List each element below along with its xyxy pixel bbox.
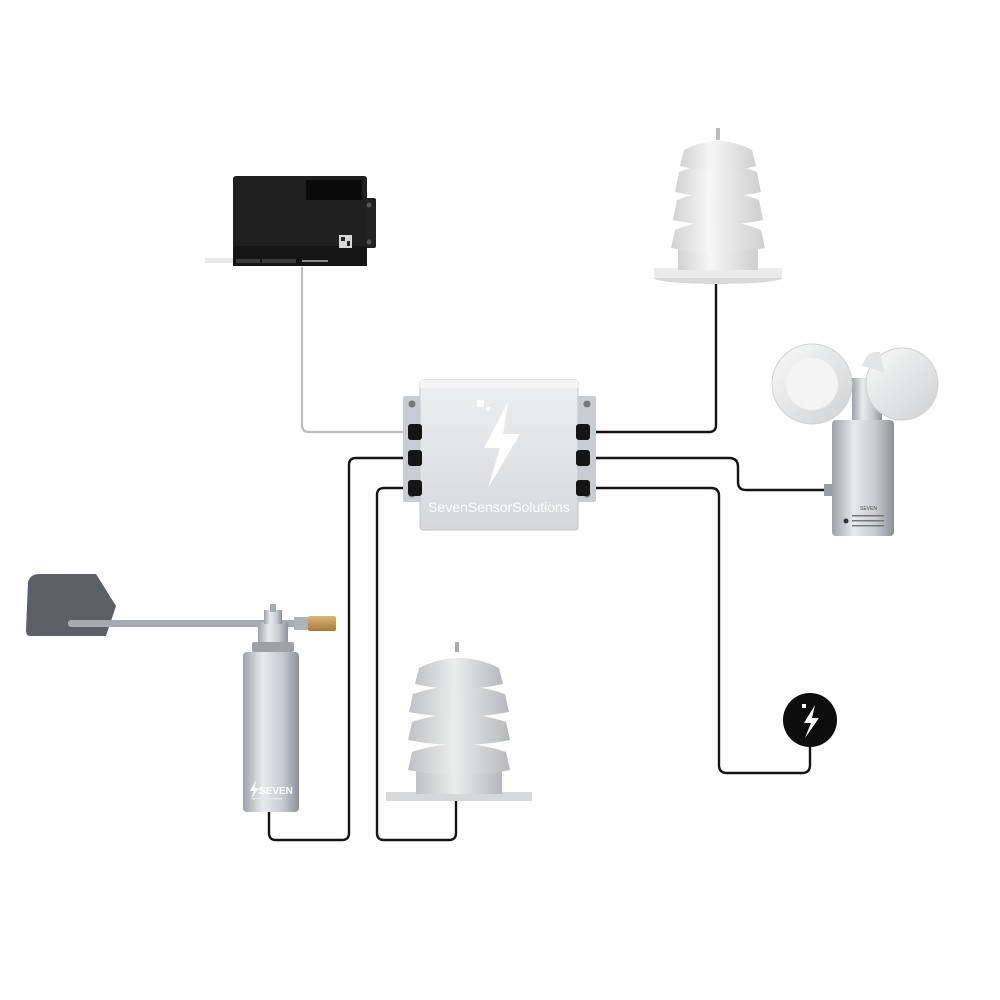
wind-vane: SEVEN [26,574,336,812]
vane-hub [258,622,288,644]
screw-icon [367,240,372,245]
cable-datalogger [302,268,410,432]
cable-shield-top [588,284,716,432]
shield-plate [408,714,510,745]
cable-anemometer [588,458,828,490]
shield-top-cap [680,141,756,171]
qr-code-dot [341,237,345,241]
anemometer-spec-line [852,515,884,517]
cable-irradiance [588,488,810,773]
shield-top-bolt [455,642,459,652]
screw-icon [584,401,591,408]
anemometer-brand-label: SEVEN [860,506,877,512]
hub-connectors-left [408,424,422,496]
hub-brand-label: SevenSensorSolutions [428,499,570,515]
vane-arm-joint [294,617,308,630]
junction-hub: SevenSensorSolutions [403,380,596,530]
datalogger-port [236,259,260,263]
connector-port [576,480,590,496]
anemometer-cup-inner [786,358,838,410]
irradiance-sensor [783,693,837,747]
hub-top-edge [420,380,578,388]
anemometer-connector [824,484,832,496]
cables [269,268,828,840]
screw-icon [367,203,372,208]
vane-hub-cap [264,610,282,624]
vane-hub-pin [270,604,276,612]
qr-code-dot [347,241,350,246]
led-indicator [844,519,849,524]
screw-icon [409,401,416,408]
datalogger-shadow [205,258,233,263]
datalogger-port [262,259,296,263]
cup-anemometer: SEVEN [772,344,938,536]
connector-port [408,450,422,466]
vane-brand-tagline [252,798,282,800]
datalogger-label-strip [302,260,328,262]
radiation-shield-top [654,128,782,284]
shield-top-bolt [716,128,720,140]
anemometer-spec-line [852,525,884,527]
shield-plate [671,221,765,253]
radiation-shield-bottom [386,642,532,801]
vane-counterweight [308,616,336,631]
hub-connectors-right [576,424,590,496]
datalogger-unit [205,176,376,266]
qr-code-icon [339,235,352,248]
anemometer-spec-line [852,520,884,522]
connector-port [576,424,590,440]
shield-plate [408,744,510,775]
vane-collar [252,642,294,652]
shield-top-cap [415,658,503,689]
connector-port [408,424,422,440]
anemometer-body [832,420,894,536]
connector-port [576,450,590,466]
connector-port [408,480,422,496]
vane-brand-label: SEVEN [259,786,293,797]
datalogger-display [306,180,362,200]
shield-plate [409,686,509,717]
